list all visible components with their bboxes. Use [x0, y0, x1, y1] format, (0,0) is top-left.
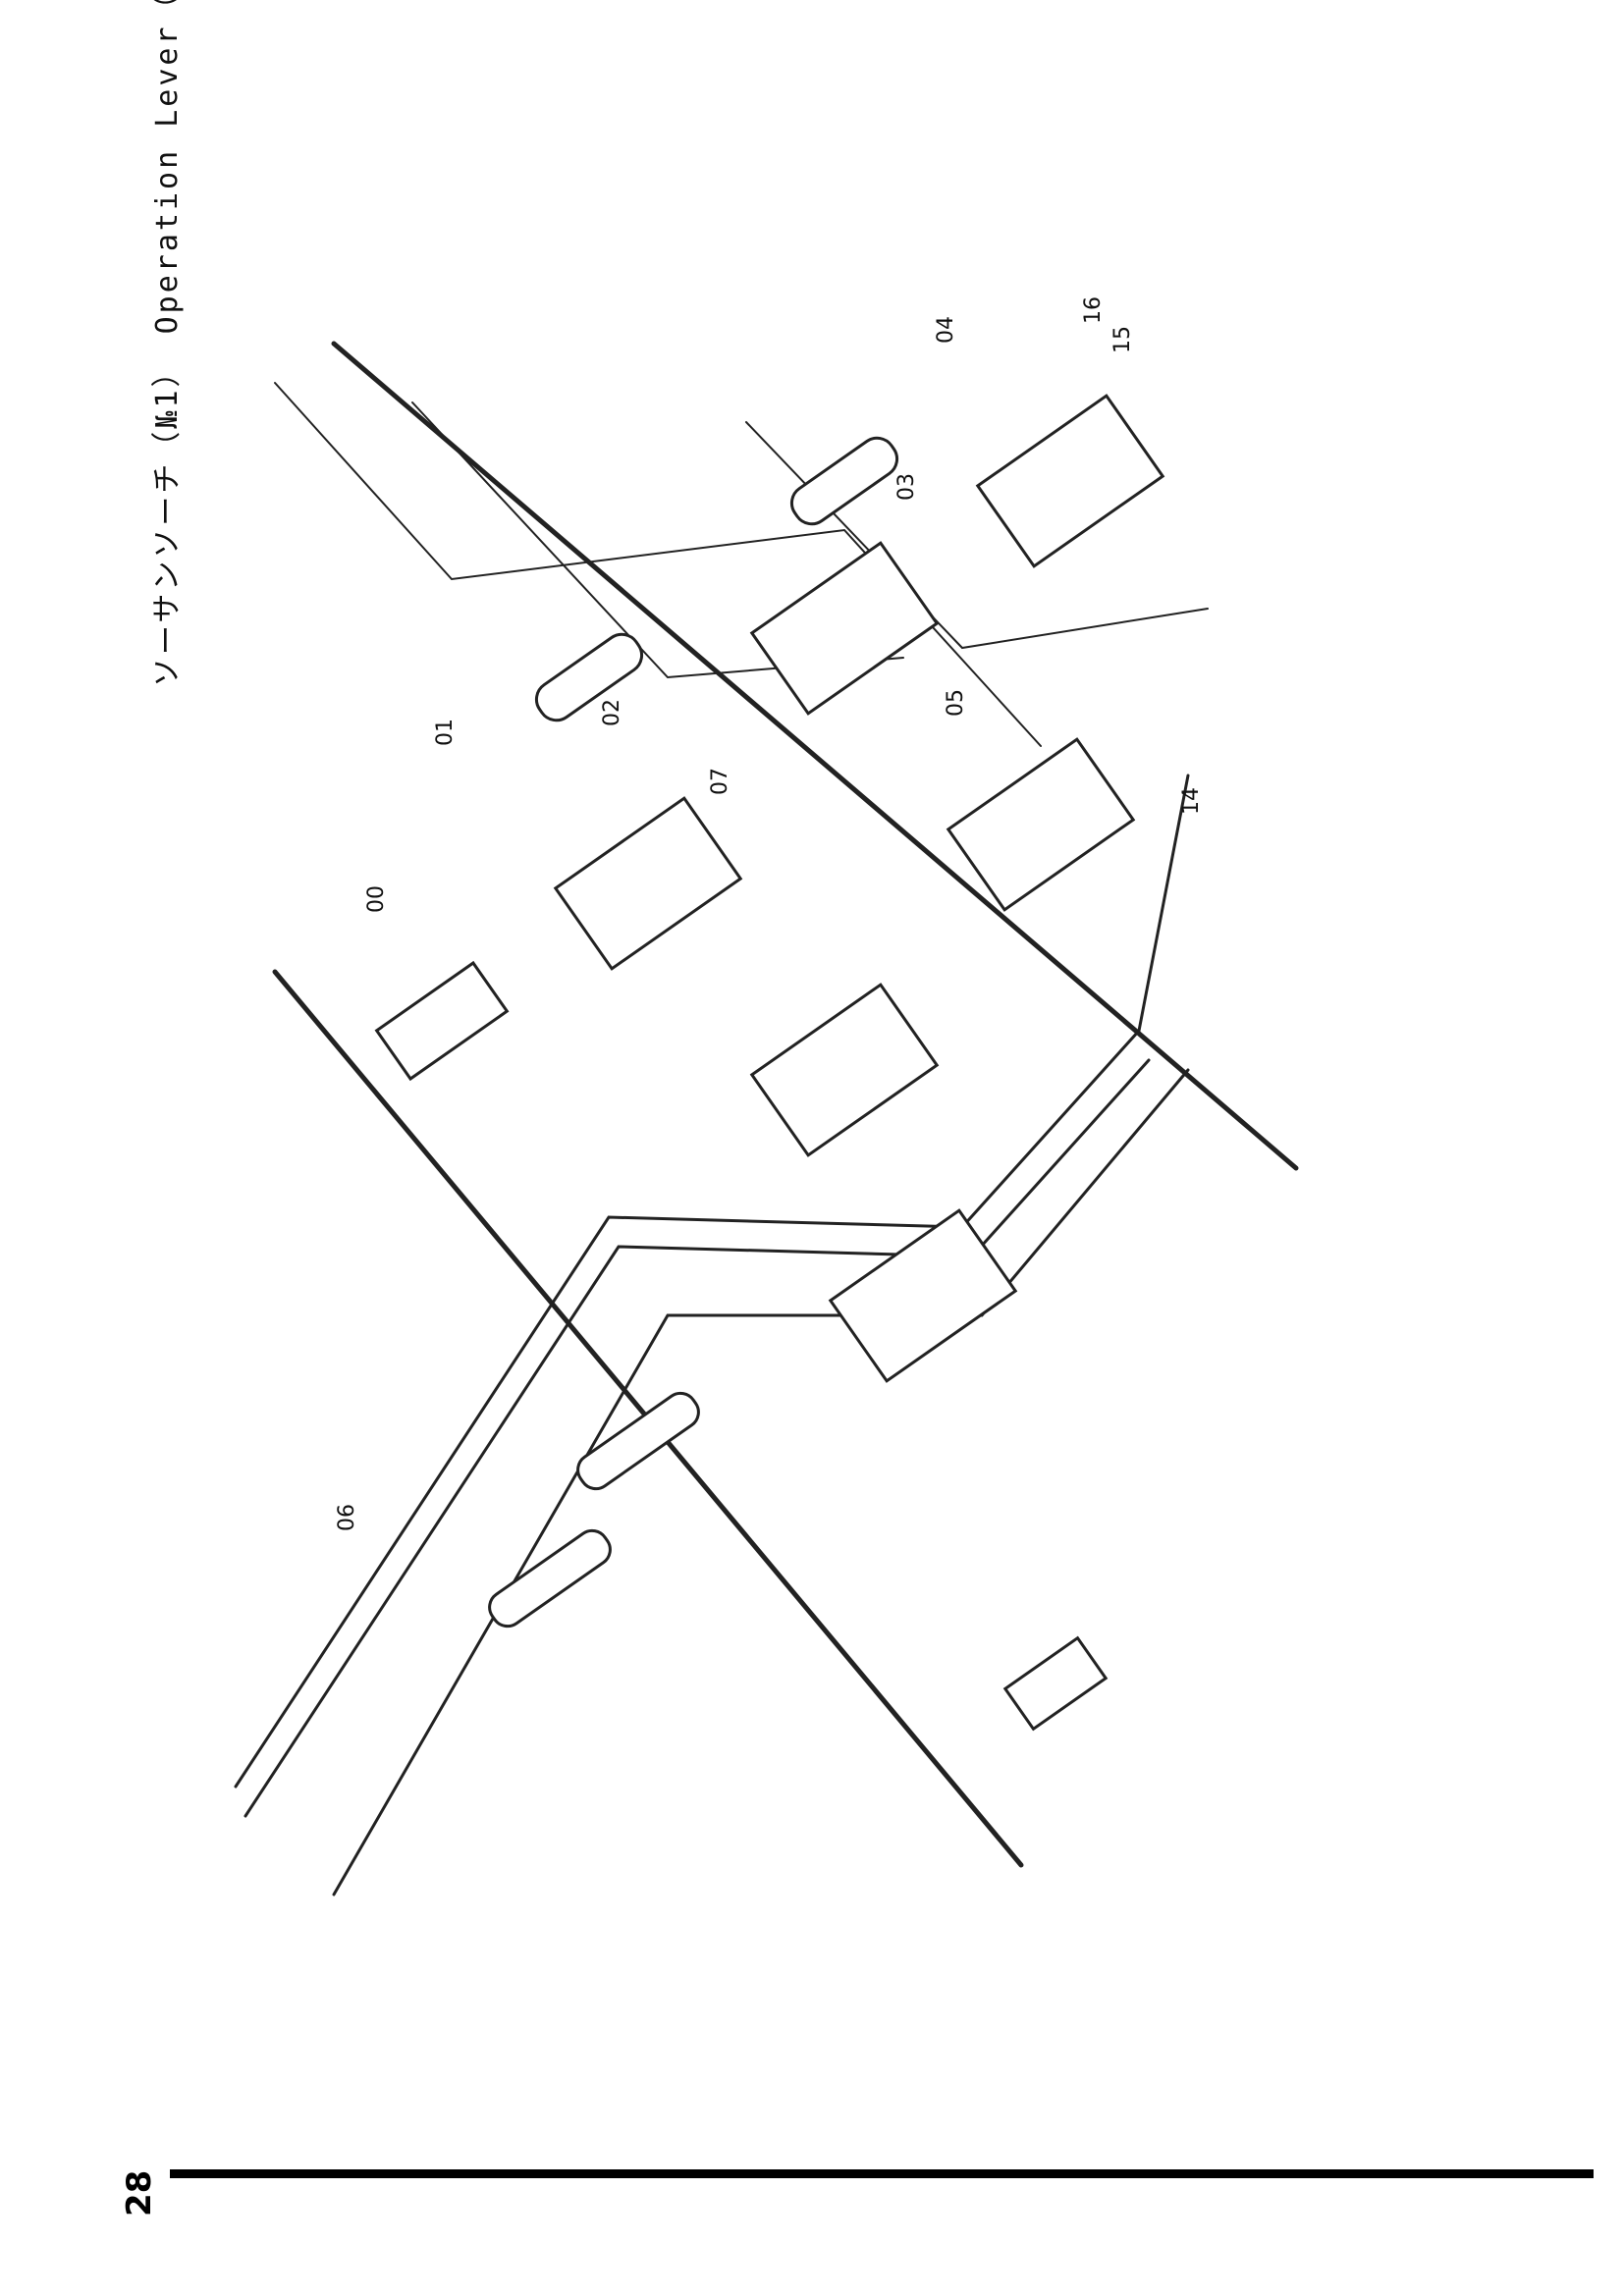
valve-body	[749, 541, 940, 716]
part-label: 15	[1110, 326, 1135, 353]
part-label: 01	[433, 719, 458, 746]
part-label: 00	[364, 885, 389, 913]
valve-body	[828, 1208, 1018, 1383]
sleeve	[576, 1391, 700, 1491]
hydraulic-tube	[243, 1058, 1151, 1818]
valve-body	[975, 394, 1165, 568]
part-label: 05	[944, 689, 968, 717]
valve-body	[749, 983, 940, 1157]
lever-block	[1002, 1635, 1109, 1732]
sleeve	[789, 436, 899, 526]
valve-body	[946, 737, 1136, 912]
sleeve	[488, 1528, 612, 1629]
part-label: 03	[894, 473, 919, 501]
control-rod	[331, 341, 1299, 1171]
part-label: 06	[335, 1504, 359, 1531]
part-label: 02	[600, 699, 624, 726]
lever-block	[374, 960, 510, 1082]
page-number: 28	[120, 2169, 159, 2216]
valve-body	[553, 796, 743, 971]
hydraulic-tube	[234, 774, 1190, 1789]
part-label: 14	[1179, 787, 1204, 815]
part-label: 16	[1081, 296, 1106, 324]
exploded-parts-diagram: 00 01 02 03 04 05 06 07 14 15 16	[234, 296, 1299, 1896]
part-label: 07	[708, 768, 732, 795]
sleeve	[534, 632, 644, 722]
part-label: 04	[934, 316, 958, 344]
footer-rule	[170, 2169, 1594, 2178]
